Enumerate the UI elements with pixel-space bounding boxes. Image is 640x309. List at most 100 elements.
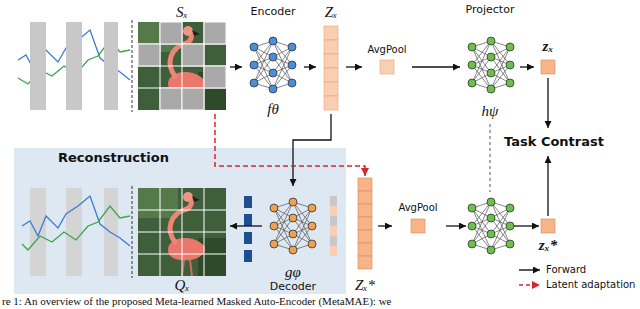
token-column: Zₓ* [352,176,378,294]
mask-patch [182,44,204,66]
predicted-token [244,232,252,244]
node-label: hψ [482,103,499,120]
adapted-token [358,178,372,191]
legend-row: Latent adaptation [518,277,635,292]
caption: re 1: An overview of the proposed Meta-l… [2,295,391,308]
forward-arrow [547,156,548,216]
projector-icon [468,198,514,254]
masked-segment [30,22,46,110]
mask-token [330,236,337,246]
projector-block: Projector hψ [460,4,520,120]
pool-block: AvgPool [392,202,444,238]
token [324,82,338,96]
legend: ForwardLatent adaptation [518,262,635,292]
node-label: AvgPool [367,44,406,56]
legend-line [519,284,540,285]
predicted-token [244,250,252,262]
encoder-icon [250,37,296,93]
node-label: Reconstruction [58,151,169,166]
reconstructed-image [138,188,226,276]
adaptation-arrow [215,114,365,176]
token-column: Zₓ [316,4,346,114]
mask-patch [204,22,226,44]
forward-arrow [230,225,262,226]
token [324,96,338,110]
adapted-token [358,204,372,217]
node-label: Zₓ [325,4,338,21]
predicted-token [244,196,252,208]
token [324,26,338,40]
forward-arrow [293,114,331,186]
pooled-token [380,60,394,74]
adapted-token [358,191,372,204]
mask-patch [138,44,160,66]
query-sample: Qₓ [134,186,230,294]
reconstruction-region: ReconstructionQₓ gφDecoder [14,148,346,294]
embedding: zₓ [534,38,562,78]
token [324,68,338,82]
token [330,226,337,236]
legend-text: Forward [546,264,586,275]
token [324,40,338,54]
reconstructed-segment [66,188,82,276]
legend-line [519,269,540,270]
node-label: Sₓ [176,4,188,21]
separator [132,20,133,112]
embedding-token [541,60,555,74]
mask-patch [204,66,226,88]
pooled-token [411,219,425,233]
node-label: Qₓ [174,277,189,294]
input-sample: Sₓ [134,4,230,114]
reconstructed-segment [30,188,46,276]
reconstruction-panel [14,148,346,294]
node-label: zₓ* [539,237,557,254]
node-label: fθ [267,101,279,118]
node-label: Projector [466,4,515,17]
adapted-token [358,217,372,230]
forward-arrow [230,66,242,67]
adapted-token [358,230,372,243]
adapted-token [358,243,372,256]
separator [132,186,133,278]
mask-patch [160,88,182,110]
mask-patch [160,22,182,44]
forward-arrow [446,225,466,226]
embedding: zₓ* [534,216,562,254]
masked-segment [104,22,118,110]
node-label: Task Contrast [504,135,604,150]
node-label: Encoder [251,6,296,19]
decoder-icon [270,198,316,254]
node-label: zₓ [543,38,554,55]
forward-arrow [378,225,392,226]
decoder-block: gφDecoder [262,186,324,294]
token [330,246,337,256]
forward-arrow [514,225,539,226]
encoder-block: Encoder fθ [242,6,304,118]
pool-block: AvgPool [362,44,412,80]
projector-icon [468,37,514,93]
node-label: Zₓ* [355,277,375,294]
token [324,54,338,68]
predicted-token [244,214,252,226]
forward-arrow [346,66,362,67]
forward-arrow [520,66,534,67]
adapted-token [358,256,372,269]
mask-token [330,216,337,226]
token [330,206,337,216]
node-label: AvgPool [398,202,437,214]
legend-sample [518,280,542,290]
node-label: gφ [285,264,301,281]
legend-text: Latent adaptation [546,279,635,290]
mask-patch [182,88,204,110]
shared-weights-line [490,124,491,192]
series-line [22,206,130,250]
forward-arrow [304,66,316,67]
forward-arrow [547,78,548,128]
legend-sample [518,265,542,275]
legend-row: Forward [518,262,635,277]
mask-token [330,196,337,206]
forward-arrow [412,66,460,67]
figure-caption: re 1: An overview of the proposed Meta-l… [2,295,391,307]
objective-box: Task Contrast [496,128,612,156]
